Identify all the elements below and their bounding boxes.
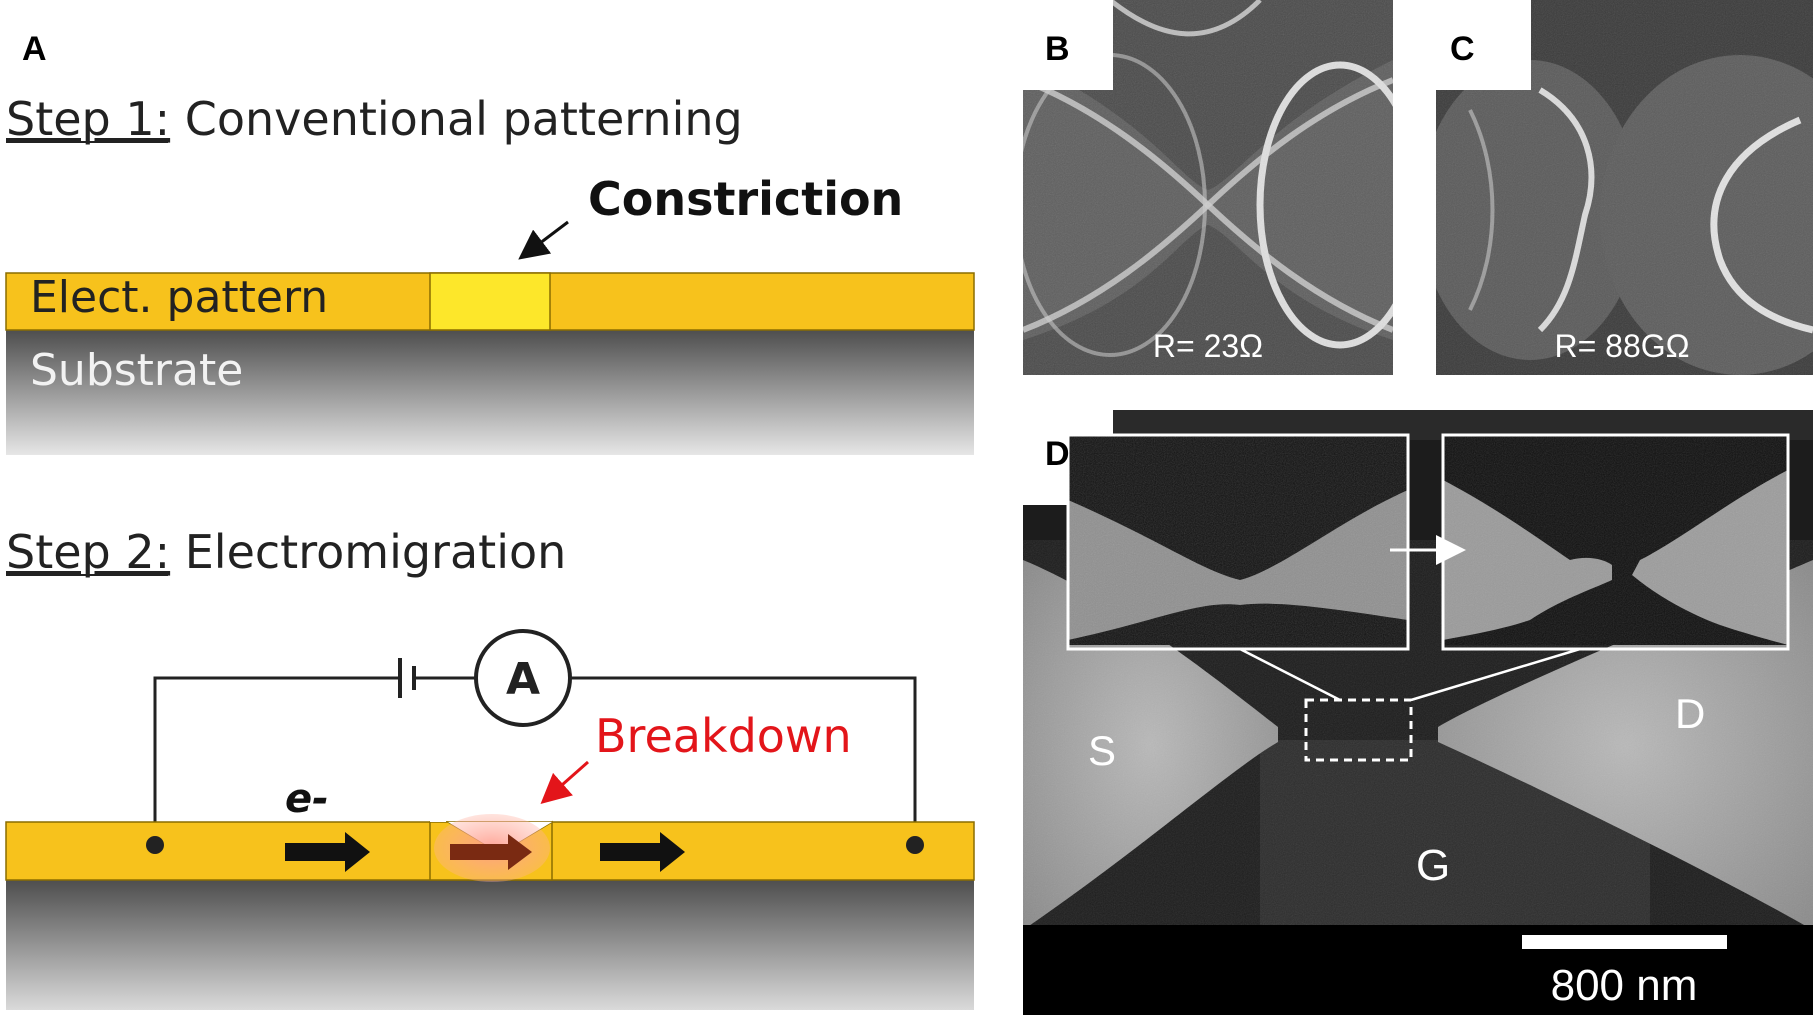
step1-text: Conventional patterning (170, 92, 743, 146)
drain-label: D (1675, 690, 1705, 737)
inset-before (1066, 433, 1410, 651)
panel-label-c: C (1450, 30, 1475, 68)
step2-prefix: Step 2: (6, 525, 170, 579)
resistance-label-b: R= 23Ω (1153, 328, 1263, 364)
step1-title: Step 1: Conventional patterning (6, 92, 743, 146)
contact-right (906, 836, 924, 854)
contact-left (146, 836, 164, 854)
constriction-label: Constriction (588, 172, 903, 226)
breakdown-arrow (540, 760, 589, 804)
panel-b-sem (1023, 0, 1393, 375)
step2-title: Step 2: Electromigration (6, 525, 566, 579)
panel-label-d: D (1045, 435, 1070, 473)
electron-label: e- (285, 776, 329, 822)
constriction-region (429, 272, 551, 331)
electron-flow-arrow-2 (450, 834, 532, 870)
gate-label: G (1416, 841, 1450, 890)
electrode-label: Elect. pattern (30, 272, 328, 323)
panel-c-sem (1436, 0, 1813, 375)
resistance-label-c: R= 88GΩ (1554, 328, 1689, 364)
inset-after (1441, 433, 1790, 651)
step1-prefix: Step 1: (6, 92, 170, 146)
circuit-wire-left (153, 676, 400, 845)
constriction-arrow (518, 220, 569, 260)
substrate-step1 (6, 330, 974, 455)
electron-flow-arrow-1 (285, 832, 370, 872)
breakdown-label: Breakdown (595, 709, 852, 763)
step2-text: Electromigration (170, 525, 566, 579)
scale-bar (1522, 935, 1727, 949)
zoom-line-right (1410, 647, 1581, 702)
substrate-step2 (6, 880, 974, 1010)
inset-before-frame (1066, 433, 1410, 651)
substrate-label: Substrate (30, 345, 243, 396)
panel-label-a: A (22, 30, 47, 68)
zoom-region-box (1304, 698, 1413, 762)
zoom-line-left (1239, 647, 1341, 702)
electron-flow-arrow-3 (600, 832, 685, 872)
panel-label-b: B (1045, 30, 1070, 68)
ammeter-label: A (506, 654, 540, 705)
panel-a: A Step 1: Conventional patterning Constr… (5, 30, 975, 1010)
source-label: S (1088, 727, 1116, 774)
circuit-wire-right (570, 676, 917, 845)
scale-bar-label: 800 nm (1551, 961, 1698, 1010)
